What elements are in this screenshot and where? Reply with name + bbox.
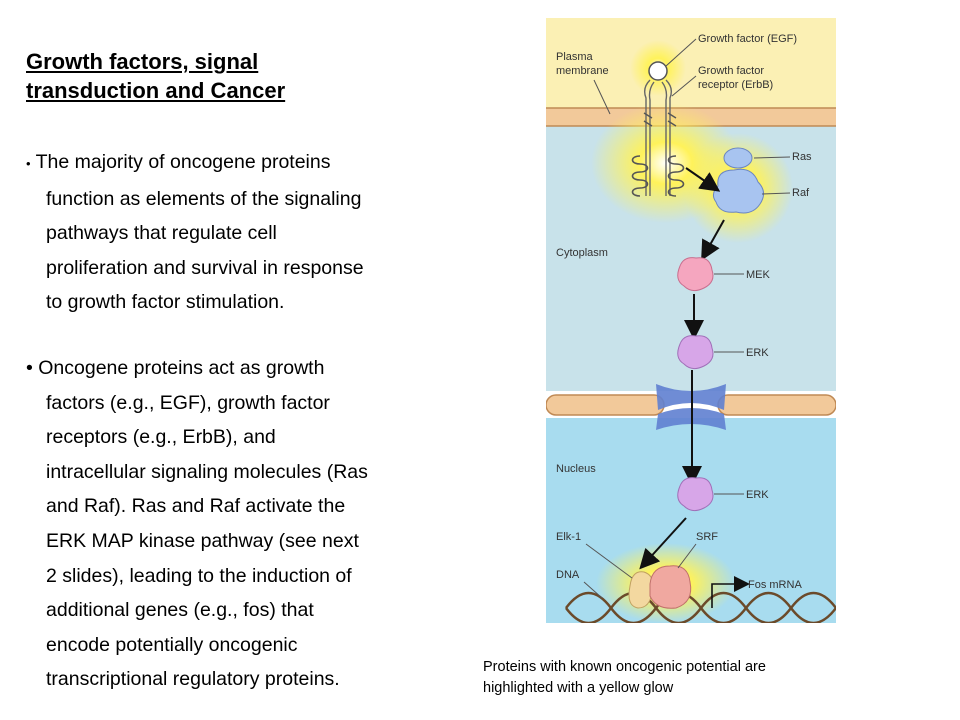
bullet-2-line-1: Oncogene proteins act as growth (38, 357, 325, 379)
label-erk-cytoplasm: ERK (746, 347, 769, 359)
receptor-strand-right (665, 79, 673, 196)
label-dna: DNA (556, 569, 580, 581)
receptor-kinase-right (667, 155, 685, 197)
label-mek: MEK (746, 269, 771, 281)
transcription-start-arrow (711, 576, 750, 608)
erk-protein-nucleus (677, 477, 714, 512)
title-line-2: transduction and Cancer (26, 78, 286, 103)
label-raf: Raf (792, 187, 810, 199)
bullet-1-line-2: function as elements of the signaling (46, 187, 362, 210)
slide-title: Growth factors, signal transduction and … (26, 47, 366, 105)
label-srf: SRF (696, 531, 718, 543)
bullet-2-line-9: encode potentially oncogenic (46, 633, 298, 656)
bullet-2-marker: • (26, 357, 33, 379)
nuclear-envelope-right (718, 395, 836, 415)
bullet-2: • Oncogene proteins act as growth factor… (26, 351, 368, 697)
label-elk1: Elk-1 (556, 531, 581, 543)
bullet-1: • The majority of oncogene proteins func… (26, 145, 364, 320)
erk-to-elk1-arrow (639, 517, 687, 570)
receptor-to-raf-arrow (685, 167, 721, 192)
bullet-1-line-3: pathways that regulate cell (46, 222, 277, 245)
figure-caption: Proteins with known oncogenic potential … (483, 657, 863, 699)
ras-protein (723, 147, 753, 169)
caption-line-1: Proteins with known oncogenic potential … (483, 659, 766, 675)
egf-ligand (648, 61, 668, 81)
caption-line-2: highlighted with a yellow glow (483, 680, 674, 696)
erk-protein-cytoplasm (677, 335, 714, 370)
bullet-2-line-8: additional genes (e.g., fos) that (46, 599, 314, 622)
signaling-pathway-diagram: Plasma membrane Growth factor (EGF) Grow… (546, 18, 836, 623)
nuclear-pore (656, 384, 726, 430)
raf-protein (712, 168, 764, 214)
label-receptor-2: receptor (ErbB) (698, 79, 773, 91)
label-growth-factor: Growth factor (EGF) (698, 33, 797, 45)
extracellular-region (546, 18, 836, 108)
label-erk-nucleus: ERK (746, 489, 769, 501)
nuclear-envelope-left (546, 395, 664, 415)
bullet-2-line-6: ERK MAP kinase pathway (see next (46, 529, 359, 552)
bullet-2-line-4: intracellular signaling molecules (Ras (46, 460, 368, 483)
bullet-2-line-7: 2 slides), leading to the induction of (46, 564, 352, 587)
bullet-2-line-5: and Raf). Ras and Raf activate the (46, 495, 346, 518)
receptor-kinase-left (631, 155, 649, 197)
label-fos-mrna: Fos mRNA (748, 579, 802, 591)
label-ras: Ras (792, 151, 812, 163)
bullet-1-line-5: to growth factor stimulation. (46, 291, 285, 314)
label-plasma-membrane-2: membrane (556, 65, 609, 77)
bullet-2-line-3: receptors (e.g., ErbB), and (46, 426, 276, 449)
bullet-2-line-2: factors (e.g., EGF), growth factor (46, 391, 330, 414)
label-nucleus: Nucleus (556, 463, 596, 475)
bullet-1-marker: • (26, 156, 31, 171)
receptor-strand-left (643, 79, 651, 196)
mek-protein (677, 257, 714, 292)
label-cytoplasm: Cytoplasm (556, 247, 608, 259)
srf-protein (649, 565, 692, 609)
label-receptor-1: Growth factor (698, 65, 764, 77)
title-line-1: Growth factors, signal (26, 49, 259, 74)
bullet-2-line-10: transcriptional regulatory proteins. (46, 668, 340, 691)
label-plasma-membrane-1: Plasma (556, 51, 594, 63)
bullet-1-line-4: proliferation and survival in response (46, 256, 364, 279)
raf-to-mek-arrow (701, 219, 725, 261)
bullet-1-line-1: The majority of oncogene proteins (35, 151, 331, 173)
